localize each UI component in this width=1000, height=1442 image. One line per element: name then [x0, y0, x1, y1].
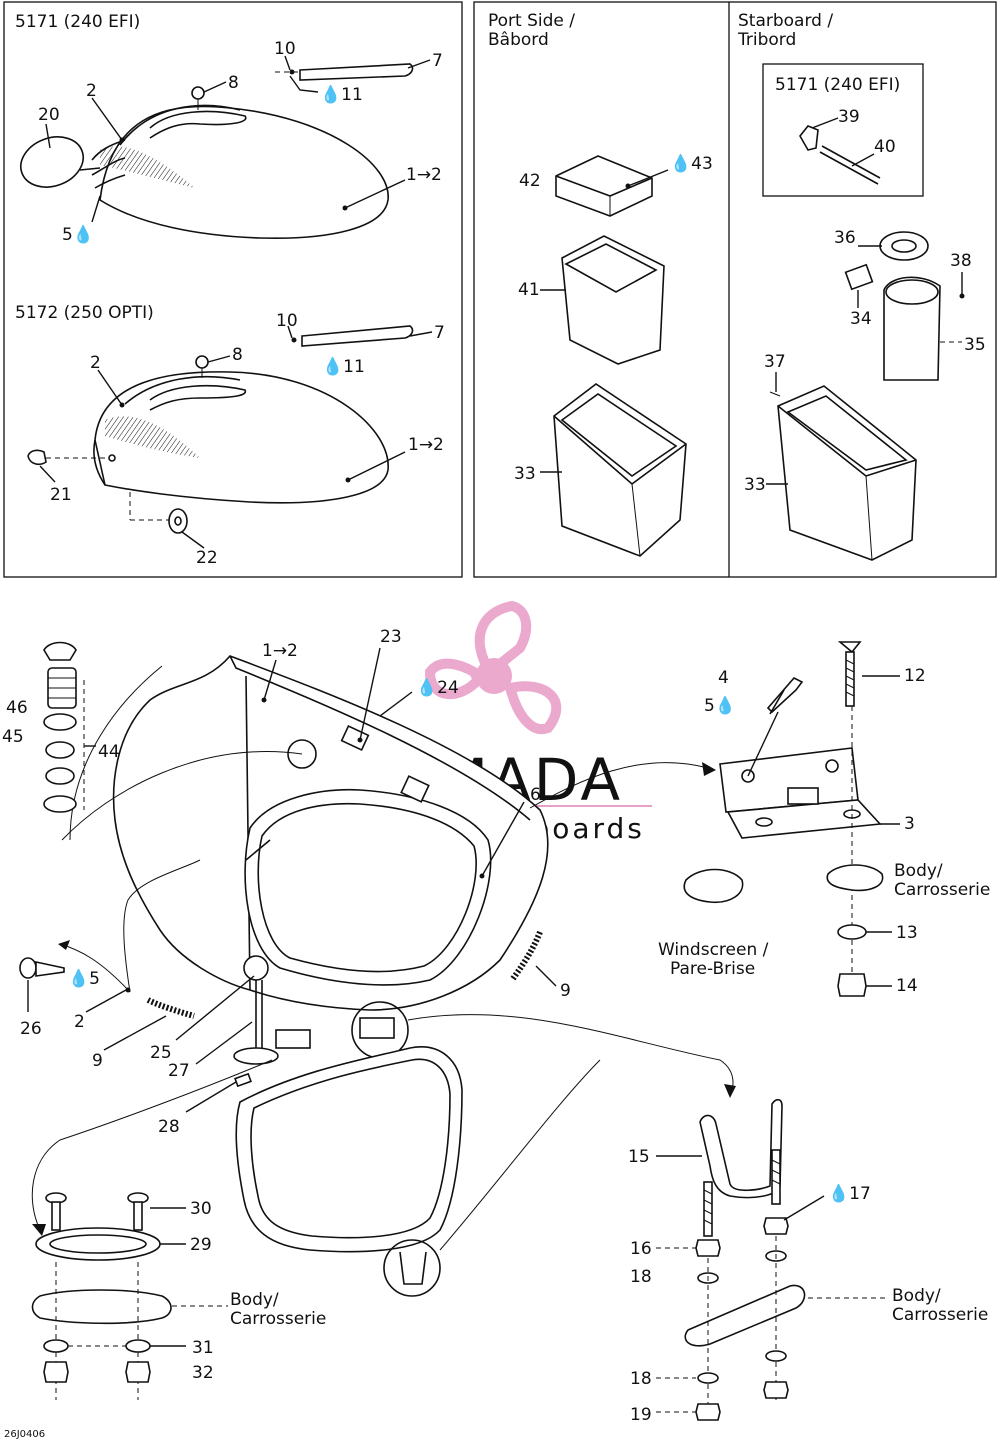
part-label-11-a: 💧11 [320, 84, 363, 105]
part-label-10-b: 10 [276, 311, 298, 331]
drop-icon: 💧 [828, 1183, 849, 1204]
part-label-35: 35 [964, 335, 986, 355]
drop-icon: 💧 [68, 968, 89, 989]
drop-icon: 💧 [320, 84, 341, 105]
part-label-17: 💧17 [828, 1183, 871, 1204]
part-label-23: 23 [380, 627, 402, 647]
part-label-29: 29 [190, 1235, 212, 1255]
part-label-2-c: 2 [74, 1012, 85, 1032]
header-5171-top: 5171 (240 EFI) [15, 12, 140, 32]
drop-icon: 💧 [670, 153, 691, 174]
part-label-19: 19 [630, 1405, 652, 1425]
carrosserie-label-right-top: Carrosserie [894, 880, 990, 900]
quick-lock-stack [43, 641, 85, 813]
propeller-logo-icon [424, 600, 562, 735]
part-label-3: 3 [904, 814, 915, 834]
drop-icon: 💧 [73, 224, 94, 245]
part-label-27: 27 [168, 1061, 190, 1081]
part-label-36: 36 [834, 228, 856, 248]
part-label-7-b: 7 [434, 323, 445, 343]
part-label-12: 12 [904, 666, 926, 686]
part-label-38: 38 [950, 251, 972, 271]
header-port-side-fr: Bâbord [488, 30, 549, 50]
drawing-code: 26J0406 [4, 1429, 45, 1440]
part-label-43: 💧43 [670, 153, 713, 174]
part-label-28: 28 [158, 1117, 180, 1137]
part-label-15: 15 [628, 1147, 650, 1167]
brace-assembly [684, 1098, 806, 1421]
carrosserie-label-left: Carrosserie [230, 1309, 326, 1329]
inset-frame [762, 63, 924, 197]
part-label-22: 22 [196, 548, 218, 568]
part-label-33-b: 33 [744, 475, 766, 495]
part-label-20: 20 [38, 105, 60, 125]
part-label-21: 21 [50, 485, 72, 505]
part-label-9-b: 9 [92, 1051, 103, 1071]
part-label-31: 31 [192, 1338, 214, 1358]
part-label-11-b: 💧11 [322, 356, 365, 377]
panel-top-left-frame [3, 1, 463, 578]
part-label-18-a: 18 [630, 1267, 652, 1287]
part-label-1-2-a: 1→2 [406, 165, 442, 185]
body-label-right-bottom: Body/ [892, 1286, 941, 1306]
drop-icon: 💧 [715, 695, 736, 716]
part-label-4: 4 [718, 668, 729, 688]
part-label-5-c: 💧5 [68, 968, 100, 989]
body-label-right-top: Body/ [894, 861, 943, 881]
part-label-32: 32 [192, 1363, 214, 1383]
part-label-1-2-b: 1→2 [408, 435, 444, 455]
part-label-42: 42 [519, 171, 541, 191]
part-label-46: 46 [6, 698, 28, 718]
main-hood-drawing [112, 655, 549, 1065]
part-label-40: 40 [874, 137, 896, 157]
drop-icon: 💧 [322, 356, 343, 377]
hinge-assembly [683, 641, 884, 997]
part-label-26: 26 [20, 1019, 42, 1039]
part-label-24: 💧24 [416, 677, 459, 698]
carrosserie-label-right-bottom: Carrosserie [892, 1305, 988, 1325]
body-label-left: Body/ [230, 1290, 279, 1310]
part-label-34: 34 [850, 309, 872, 329]
part-label-8-b: 8 [232, 345, 243, 365]
part-label-9-a: 9 [560, 981, 571, 1001]
header-starboard: Starboard / [738, 11, 833, 31]
part-label-18-b: 18 [630, 1369, 652, 1389]
part-label-1-2-c: 1→2 [262, 641, 298, 661]
part-label-2-a: 2 [86, 81, 97, 101]
part-label-44: 44 [98, 742, 120, 762]
header-port-side: Port Side / [488, 11, 575, 31]
windscreen-drawing [235, 1046, 463, 1297]
part-label-25: 25 [150, 1043, 172, 1063]
part-label-5-d: 5💧 [704, 695, 736, 716]
part-label-30: 30 [190, 1199, 212, 1219]
starboard-drawing [769, 125, 965, 561]
mount-29-32 [31, 1192, 172, 1400]
pare-brise-label: Pare-Brise [670, 959, 755, 979]
part-label-14: 14 [896, 976, 918, 996]
header-inset-5171: 5171 (240 EFI) [775, 75, 900, 95]
part-label-45: 45 [2, 727, 24, 747]
part-label-10-a: 10 [274, 39, 296, 59]
header-5172: 5172 (250 OPTI) [15, 303, 154, 323]
part-label-41: 41 [518, 280, 540, 300]
part-label-2-b: 2 [90, 353, 101, 373]
header-starboard-fr: Tribord [737, 30, 796, 50]
drop-icon: 💧 [416, 677, 437, 698]
part-label-33-a: 33 [514, 464, 536, 484]
port-side-drawing [553, 155, 687, 557]
screw-26 [19, 957, 65, 979]
part-label-5-a: 5💧 [62, 224, 94, 245]
panel-top-right-frame [473, 1, 997, 578]
windscreen-label: Windscreen / [658, 940, 769, 960]
part-label-13: 13 [896, 923, 918, 943]
part-label-7-a: 7 [432, 51, 443, 71]
part-label-37: 37 [764, 352, 786, 372]
part-label-8-a: 8 [228, 73, 239, 93]
hood-5171-drawing [20, 63, 414, 240]
part-label-6: 6 [530, 785, 541, 805]
part-label-16: 16 [630, 1239, 652, 1259]
part-label-39: 39 [838, 107, 860, 127]
hood-5172-drawing [27, 325, 414, 534]
